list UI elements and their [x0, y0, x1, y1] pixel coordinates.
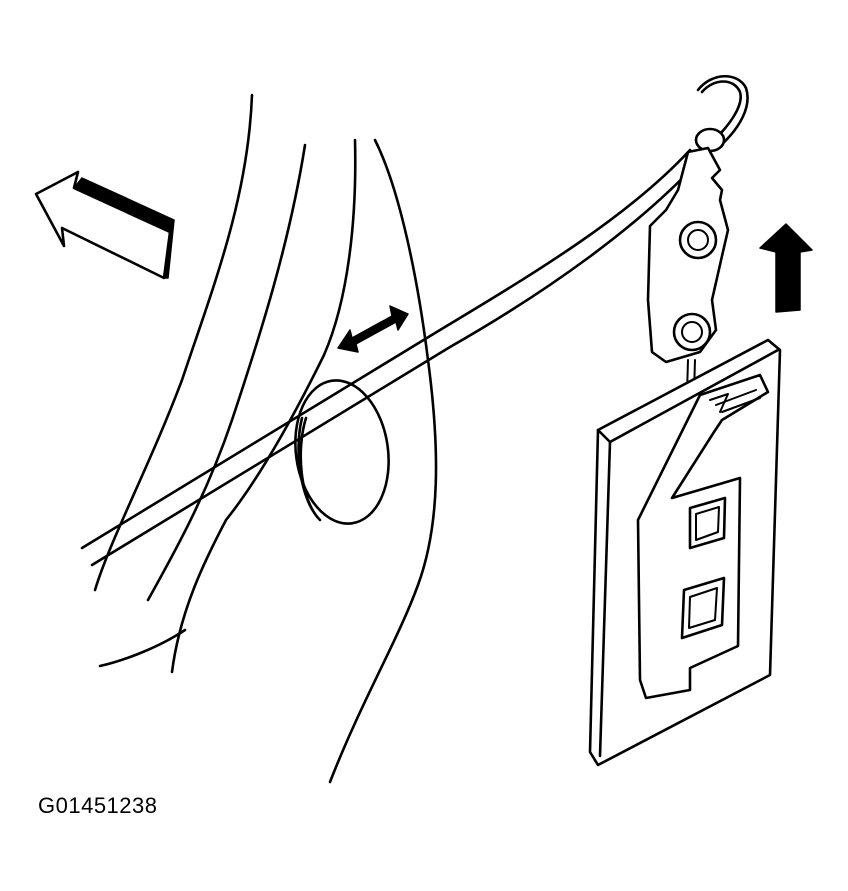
wire-hook [694, 75, 749, 153]
figure-code: G01451238 [38, 793, 158, 818]
bracket-plate [646, 146, 730, 364]
retaining-clip [636, 373, 770, 700]
hollow-direction-arrow-shadow [73, 177, 175, 279]
body-panel [93, 93, 438, 784]
access-hole [294, 379, 390, 525]
cable [80, 148, 702, 567]
double-headed-arrow-icon [337, 305, 409, 353]
up-arrow-icon [759, 223, 813, 313]
